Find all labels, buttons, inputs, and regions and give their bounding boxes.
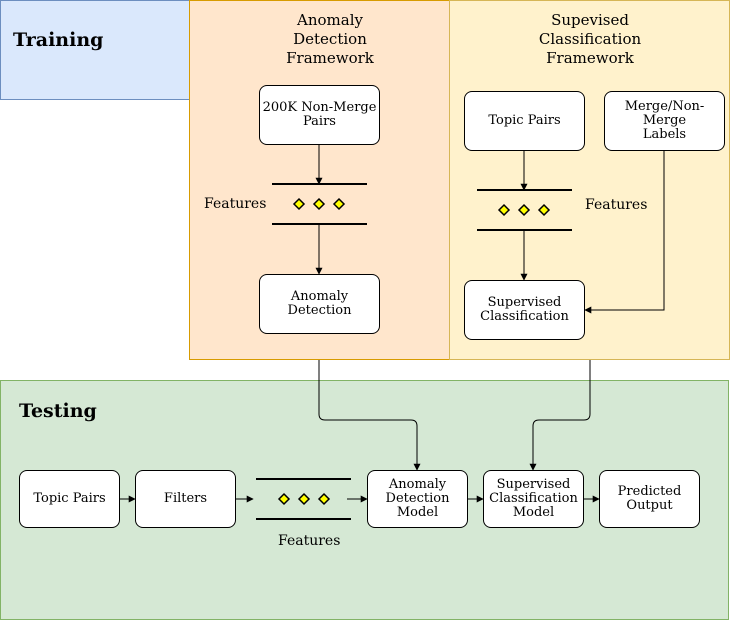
edge-labels-to-supervised — [584, 151, 665, 314]
anomaly-framework-title: Anomaly Detection Framework — [286, 11, 374, 67]
edge-anomaly-to-model — [318, 360, 421, 471]
supervised-features-label: Features — [585, 197, 648, 213]
supervised-classification-node: Supervised Classification — [464, 280, 585, 340]
testing-features-diamonds — [277, 492, 331, 506]
anomaly-features-label: Features — [204, 196, 267, 212]
non-merge-pairs-node: 200K Non-Merge Pairs — [259, 85, 380, 145]
predicted-output-node: Predicted Output — [599, 470, 700, 528]
testing-features-label: Features — [278, 533, 341, 549]
filters-node: Filters — [135, 470, 236, 528]
testing-topic-pairs-node: Topic Pairs — [19, 470, 120, 528]
merge-labels-node: Merge/Non-Merge Labels — [604, 91, 725, 151]
training-heading: Training — [13, 29, 104, 51]
supervised-topic-pairs-node: Topic Pairs — [464, 91, 585, 151]
testing-features-bars — [256, 478, 351, 520]
supervised-framework-title: Supevised Classification Framework — [538, 11, 642, 67]
supervised-classification-model-node: Supervised Classification Model — [483, 470, 584, 528]
training-region — [0, 0, 190, 100]
edge-supervised-to-model — [529, 360, 591, 471]
anomaly-features-diamonds — [292, 197, 346, 211]
supervised-features-diamonds — [497, 203, 551, 217]
anomaly-detection-node: Anomaly Detection — [259, 274, 380, 334]
anomaly-detection-model-node: Anomaly Detection Model — [367, 470, 468, 528]
testing-heading: Testing — [19, 400, 97, 422]
